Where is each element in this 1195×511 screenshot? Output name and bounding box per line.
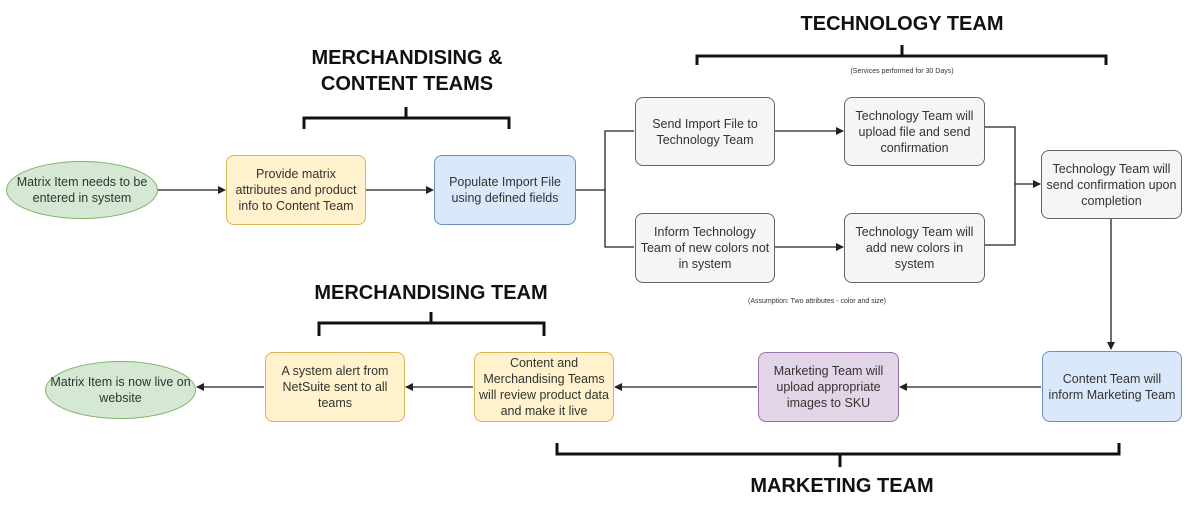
tech-add-colors-node: Technology Team will add new colors in s… bbox=[844, 213, 985, 283]
merch-content-title-line1: MERCHANDISING & bbox=[311, 47, 503, 69]
tech-confirm-node: Technology Team will send confirmation u… bbox=[1041, 150, 1182, 219]
bracket-merchandising-team bbox=[317, 312, 546, 336]
connector-populate-fork-lower bbox=[604, 190, 634, 248]
bracket-technology-team bbox=[695, 45, 1108, 65]
system-alert-node: A system alert from NetSuite sent to all… bbox=[265, 352, 405, 422]
tech-upload-node: Technology Team will upload file and sen… bbox=[844, 97, 985, 166]
merch-content-title-line2: CONTENT TEAMS bbox=[320, 73, 494, 95]
start-node: Matrix Item needs to be entered in syste… bbox=[6, 161, 158, 219]
review-live-node: Content and Merchandising Teams will rev… bbox=[474, 352, 614, 422]
populate-import-node: Populate Import File using defined field… bbox=[434, 155, 576, 225]
assumption-note: (Assumption: Two attributes - color and … bbox=[748, 298, 886, 305]
provide-attributes-node: Provide matrix attributes and product in… bbox=[226, 155, 366, 225]
technology-team-title: TECHNOLOGY TEAM bbox=[800, 13, 1004, 35]
connector-upload-merge bbox=[985, 126, 1016, 246]
bracket-merch-content-teams bbox=[302, 107, 511, 129]
marketing-upload-node: Marketing Team will upload appropriate i… bbox=[758, 352, 899, 422]
connector-populate-fork bbox=[576, 130, 634, 191]
content-inform-node: Content Team will inform Marketing Team bbox=[1042, 351, 1182, 422]
send-import-node: Send Import File to Technology Team bbox=[635, 97, 775, 166]
inform-colors-node: Inform Technology Team of new colors not… bbox=[635, 213, 775, 283]
services-note: (Services performed for 30 Days) bbox=[850, 68, 954, 75]
bracket-marketing-team bbox=[555, 443, 1121, 467]
end-node: Matrix Item is now live on website bbox=[45, 361, 196, 419]
marketing-team-title: MARKETING TEAM bbox=[750, 475, 934, 497]
merchandising-team-title: MERCHANDISING TEAM bbox=[314, 282, 548, 304]
